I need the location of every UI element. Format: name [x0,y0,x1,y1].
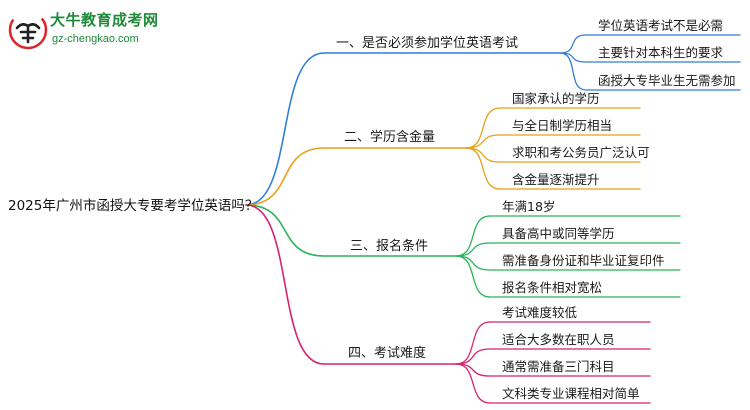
leaf-label: 具备高中或同等学历 [502,226,615,241]
leaf-connector [455,242,491,257]
leaf-connector [455,255,491,271]
leaf-label: 文科类专业课程相对简单 [502,386,640,401]
leaf-label: 报名条件相对宽松 [502,280,603,295]
brand-name: 大牛教育成考网 [50,11,159,29]
leaf-connector [465,134,501,149]
leaf-connector [455,215,491,257]
branch-connector [245,204,325,365]
branch-connector [245,147,325,206]
leaf-connector [559,34,587,54]
leaf-label: 主要针对本科生的要求 [598,45,724,60]
leaf-label: 学位英语考试不是必需 [598,18,724,33]
bull-logo-icon [8,10,48,50]
leaf-connector [465,147,501,163]
leaf-connector [559,52,587,91]
branch-connector [245,52,325,206]
brand-domain: gz-chengkao.com [52,33,139,45]
leaf-connector [455,363,491,377]
branch-label: 四、考试难度 [348,346,427,361]
leaf-label: 国家承认的学历 [512,91,600,106]
leaf-label: 考试难度较低 [502,305,578,320]
leaf-label: 年满18岁 [502,199,556,214]
leaf-connector [465,107,501,149]
leaf-label: 需准备身份证和毕业证复印件 [502,253,665,268]
root-topic: 2025年广州市函授大专要考学位英语吗？ [8,198,259,214]
leaf-label: 函授大专毕业生无需参加 [598,73,736,88]
leaf-connector [465,147,501,190]
leaf-label: 通常需准备三门科目 [502,359,615,374]
leaf-label: 适合大多数在职人员 [502,332,615,347]
leaf-label: 与全日制学历相当 [512,118,613,133]
leaf-label: 求职和考公务员广泛认可 [512,145,650,160]
branch-label: 二、学历含金量 [344,130,436,145]
branch-label: 一、是否必须参加学位英语考试 [336,36,519,51]
leaf-connector [455,348,491,365]
site-logo: 大牛教育成考网 gz-chengkao.com [8,8,168,52]
leaf-connector [455,255,491,298]
branch-connector [245,204,325,257]
leaf-connector [455,321,491,365]
leaf-connector [455,363,491,404]
branch-label: 三、报名条件 [350,239,429,254]
leaf-label: 含金量逐渐提升 [512,172,600,187]
